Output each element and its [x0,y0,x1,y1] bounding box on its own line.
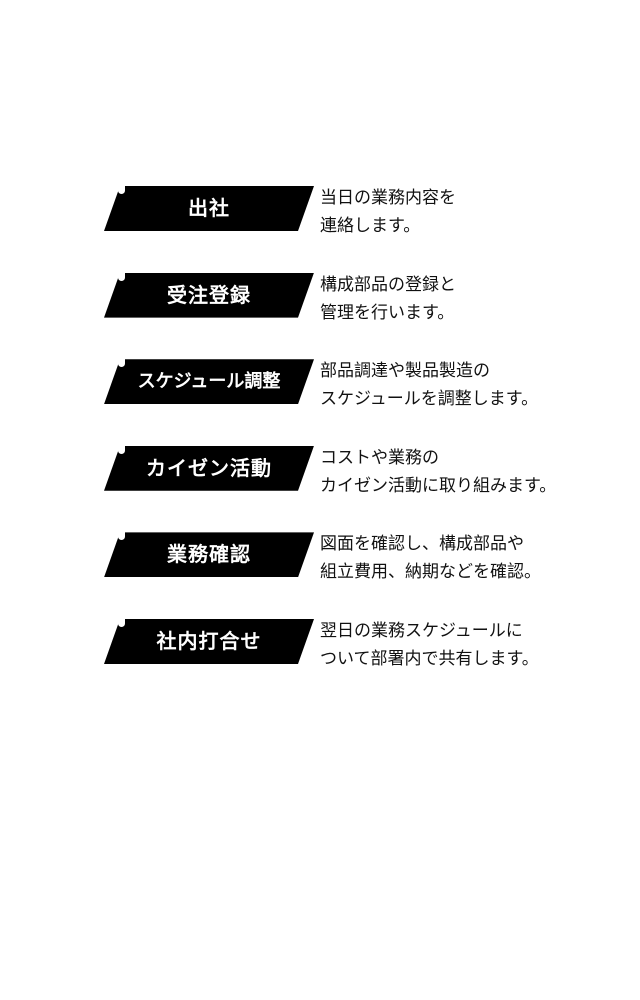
tag-notch [118,532,125,541]
description-line: 管理を行います。 [320,302,455,323]
step-tag: 受注登録 [104,272,314,318]
description-line: 当日の業務内容を [320,188,456,208]
step-title: 受注登録 [167,282,251,307]
schedule-item-arrival: 出社 当日の業務内容を 連絡します。 [104,182,604,269]
description-line: 部品調達や製品製造の [320,361,490,382]
step-description: 部品調達や製品製造の スケジュールを調整します。 [320,357,620,413]
tag-notch [118,272,125,281]
step-title: 業務確認 [167,542,251,567]
description-line: 連絡します。 [320,216,421,236]
step-tag: スケジュール調整 [104,359,314,405]
step-description: コストや業務の カイゼン活動に取り組みます。 [320,444,620,500]
schedule-item-work-review: 業務確認 図面を確認し、構成部品や 組立費用、納期などを確認。 [104,528,604,615]
description-line: 組立費用、納期などを確認。 [320,562,541,583]
tag-background [104,445,314,491]
schedule-item-kaizen-activity: カイゼン活動 コストや業務の カイゼン活動に取り組みます。 [104,442,604,529]
step-tag: 社内打合せ [104,618,314,664]
step-tag: カイゼン活動 [104,445,314,491]
description-line: 翌日の業務スケジュールに [320,620,523,641]
tag-background [104,532,314,578]
schedule-item-order-registration: 受注登録 構成部品の登録と 管理を行います。 [104,269,604,356]
tag-background [104,186,314,231]
step-description: 構成部品の登録と 管理を行います。 [320,271,620,327]
description-line: コストや業務の [320,447,439,468]
description-line: カイゼン活動に取り組みます。 [320,475,557,496]
step-description: 翌日の業務スケジュールに ついて部署内で共有します。 [320,617,620,673]
step-title: 出社 [188,196,230,220]
description-line: ついて部署内で共有します。 [320,648,539,669]
tag-notch [118,618,125,627]
tag-background [104,618,314,664]
tag-background [104,272,314,318]
step-title: スケジュール調整 [137,371,281,393]
description-line: 図面を確認し、構成部品や [320,534,524,555]
description-line: スケジュールを調整します。 [320,389,539,410]
tag-notch [118,359,125,368]
schedule-item-internal-meeting: 社内打合せ 翌日の業務スケジュールに ついて部署内で共有します。 [104,615,604,702]
step-tag: 業務確認 [104,532,314,578]
step-description: 当日の業務内容を 連絡します。 [320,184,620,240]
tag-background [104,359,314,405]
step-description: 図面を確認し、構成部品や 組立費用、納期などを確認。 [320,530,620,586]
step-tag: 出社 [104,186,314,231]
tag-notch [118,445,125,454]
tag-notch [118,186,125,194]
step-title: カイゼン活動 [146,455,272,480]
description-line: 構成部品の登録と [320,274,456,295]
step-title: 社内打合せ [156,628,262,653]
daily-schedule: 出社 当日の業務内容を 連絡します。 受注登録 構成部品の登録と 管理を行います… [104,182,604,702]
schedule-item-schedule-adjustment: スケジュール調整 部品調達や製品製造の スケジュールを調整します。 [104,355,604,442]
